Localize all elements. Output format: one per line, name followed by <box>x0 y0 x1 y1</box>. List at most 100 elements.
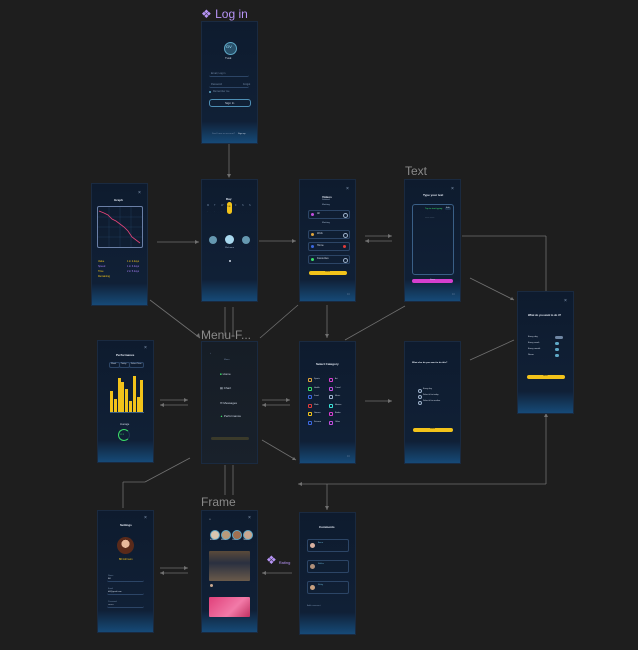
category-item[interactable]: Work <box>308 403 327 409</box>
category-item[interactable]: Health <box>308 386 327 392</box>
login-label-text: Log in <box>215 7 248 21</box>
radio-1[interactable] <box>418 389 422 393</box>
feed-post-image-1[interactable] <box>209 551 250 581</box>
close-icon[interactable]: × <box>248 515 251 521</box>
category-item[interactable]: Travel <box>329 386 348 392</box>
password-field[interactable]: •••••••• <box>107 604 144 608</box>
tab-today-label: Today <box>121 363 127 365</box>
brand-name: Tusk <box>225 56 232 60</box>
day-m[interactable]: M <box>207 204 210 207</box>
commenter-name: Ruby <box>318 584 324 586</box>
remember-checkbox[interactable] <box>209 91 211 93</box>
selected-day[interactable]: TUE <box>227 202 232 214</box>
category-item[interactable]: Sports <box>308 378 327 383</box>
category-item[interactable]: Science <box>308 420 327 426</box>
videos-title: Videos <box>322 195 332 199</box>
close-icon[interactable]: × <box>144 345 147 351</box>
settings-icon[interactable] <box>343 258 348 263</box>
video-item-home[interactable]: Home <box>308 242 350 251</box>
avatar-center[interactable] <box>225 235 234 244</box>
settings-icon[interactable] <box>343 213 348 218</box>
video-item-all[interactable]: All <box>308 210 350 219</box>
menu-item-chart[interactable]: ▤ Chart <box>220 386 231 390</box>
day-f[interactable]: F <box>235 204 237 207</box>
logo-icon <box>224 42 237 55</box>
close-icon[interactable]: × <box>564 298 567 304</box>
category-item[interactable]: Games <box>308 412 327 417</box>
menu-item-performance[interactable]: ▲ Performance <box>220 414 241 418</box>
email-field[interactable]: Email, Log in <box>209 72 249 77</box>
story-avatar-1[interactable] <box>210 530 220 540</box>
option-every-month: Every month <box>528 348 541 350</box>
day-t[interactable]: T <box>214 204 216 207</box>
menu-screen: ‹ Menu ■ Home ▤ Chart ✉ Messages ▲ Perfo… <box>202 342 257 463</box>
avatar-left[interactable] <box>209 236 217 244</box>
story-avatar-2[interactable] <box>221 530 231 540</box>
category-icon <box>329 403 333 408</box>
signup-link[interactable]: Sign up <box>238 133 246 135</box>
comment-card-3[interactable]: Ruby <box>307 581 349 594</box>
radio-2[interactable] <box>418 395 422 399</box>
day-strip[interactable]: M T W F S S <box>207 204 253 210</box>
story-avatar-4[interactable] <box>243 530 253 540</box>
commenter-avatar <box>310 543 315 548</box>
name-field[interactable]: Bill <box>107 578 144 582</box>
add-comment[interactable]: Add comment <box>307 605 321 607</box>
close-icon[interactable]: × <box>144 515 147 521</box>
home-icon[interactable]: ⌂ <box>209 517 211 521</box>
day-row2-a: · <box>207 210 208 213</box>
menu-item-home[interactable]: ■ Home <box>220 372 231 376</box>
settings-icon[interactable] <box>343 245 346 248</box>
option-toggle-1[interactable] <box>555 336 563 339</box>
feed-post-image-2[interactable] <box>209 597 250 617</box>
day-w[interactable]: W <box>221 204 224 207</box>
section-label: Marking <box>322 204 330 206</box>
day-s[interactable]: S <box>242 204 244 207</box>
option-toggle-4[interactable] <box>555 354 559 357</box>
option-toggle-3[interactable] <box>555 348 559 351</box>
next-button[interactable]: Next <box>527 375 565 379</box>
video-item-work[interactable]: Work <box>308 230 350 239</box>
comment-card-1[interactable]: Anna <box>307 539 349 552</box>
category-item[interactable]: Other <box>329 420 348 426</box>
category-icon <box>308 395 312 399</box>
text-line: —— —— <box>425 217 435 219</box>
password-value: •••••••• <box>108 604 114 606</box>
radio-3[interactable] <box>418 401 422 405</box>
profile-avatar[interactable] <box>117 537 134 554</box>
forgot-link[interactable]: Forgot <box>243 83 251 86</box>
category-label: Travel <box>335 386 341 389</box>
tab-select-time[interactable]: Select Time <box>129 362 144 368</box>
login-frame-label: ❖ Log in <box>201 7 248 21</box>
category-item[interactable]: Art <box>329 378 348 383</box>
category-item[interactable]: Movies <box>329 403 348 409</box>
story-avatar-3[interactable] <box>232 530 242 540</box>
save-button[interactable]: Save <box>412 279 453 283</box>
legend-remaining: Remaining <box>98 275 110 278</box>
settings-icon[interactable] <box>343 233 348 238</box>
video-item-favourites[interactable]: Favourites <box>308 255 350 264</box>
category-item[interactable]: Books <box>329 412 348 417</box>
email-field[interactable]: bill@gmail.com <box>107 591 144 595</box>
option2-1: Every day <box>423 388 432 390</box>
close-icon[interactable]: × <box>451 186 454 192</box>
comment-card-2[interactable]: Bellas <box>307 560 349 573</box>
category-item[interactable]: Music <box>329 395 348 400</box>
menu-item-messages[interactable]: ✉ Messages <box>220 401 237 405</box>
day-su[interactable]: S <box>249 204 251 207</box>
component-icon: ❖ <box>266 553 277 567</box>
save-button[interactable]: Save <box>413 428 453 432</box>
edit-tag[interactable]: Edit <box>445 207 451 210</box>
save-button[interactable]: Save <box>309 271 347 275</box>
close-icon[interactable]: × <box>138 190 141 196</box>
sign-in-button[interactable]: Sign In <box>209 99 251 107</box>
text-area[interactable]: Tap to start typing Edit —— —— <box>412 204 454 275</box>
graph-line <box>98 207 142 247</box>
option-toggle-2[interactable] <box>555 342 559 345</box>
category-item[interactable]: Food <box>308 395 327 400</box>
close-icon[interactable]: × <box>346 186 349 192</box>
menu-footer-bar[interactable] <box>211 437 249 440</box>
avatar-right[interactable] <box>242 236 250 244</box>
category-icon <box>329 386 333 391</box>
